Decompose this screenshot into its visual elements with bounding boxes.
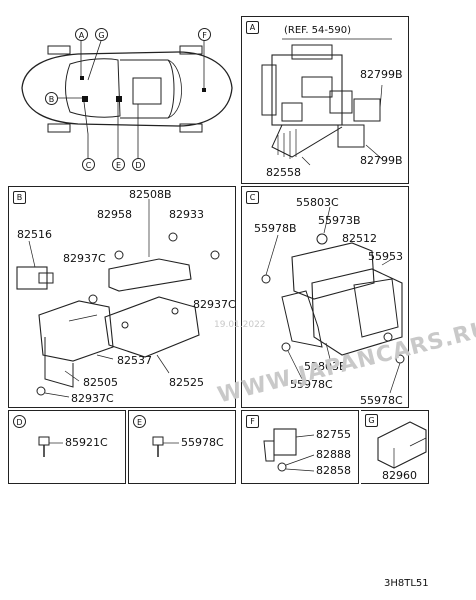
label-55803b: 55803B [304, 360, 347, 373]
callout-g: G [95, 28, 108, 41]
callout-c: C [82, 158, 95, 171]
panel-e: E 55978C [128, 410, 236, 484]
label-82799b-bottom: 82799B [360, 154, 403, 167]
callout-b: B [45, 92, 58, 105]
label-82937c-c: 82937C [71, 392, 114, 405]
label-82755: 82755 [316, 428, 351, 441]
label-82799b-top: 82799B [360, 68, 403, 81]
panel-g-letter-box: G [365, 414, 378, 427]
label-82512: 82512 [342, 232, 377, 245]
label-82505: 82505 [83, 376, 118, 389]
label-82958: 82958 [97, 208, 132, 221]
label-82558: 82558 [266, 166, 301, 179]
panel-f: F 82755 82888 82858 [241, 410, 359, 484]
label-55978c-left: 55978C [290, 378, 333, 391]
panel-a-letter: A [246, 21, 259, 34]
panel-d: D 85921C [8, 410, 126, 484]
label-55973b: 55973B [318, 214, 361, 227]
label-82525: 82525 [169, 376, 204, 389]
label-85921c: 85921C [65, 436, 108, 449]
callout-d: D [132, 158, 145, 171]
watermark-date: 19.01.2022 [214, 320, 266, 330]
label-55978c-right: 55978C [360, 394, 403, 407]
relay-block-drawing [261, 38, 392, 166]
bracket-assembly-drawing [261, 206, 405, 394]
panel-d-letter: D [13, 415, 26, 428]
label-82937c-b: 82937C [193, 298, 236, 311]
label-55978c-e: 55978C [181, 436, 224, 449]
label-82960: 82960 [382, 469, 417, 482]
callout-a: A [75, 28, 88, 41]
label-55978b: 55978B [254, 222, 297, 235]
panel-a-ref: (REF. 54-590) [284, 25, 351, 36]
label-82508b: 82508B [129, 188, 172, 201]
label-82937c-a: 82937C [63, 252, 106, 265]
panel-f-letter: F [246, 415, 259, 428]
relay-drawing-f [263, 428, 315, 472]
panel-c: C 55803C 55978B 55973B 82512 55953 55803… [241, 186, 409, 408]
label-82933: 82933 [169, 208, 204, 221]
screw-drawing-d [38, 436, 63, 457]
car-outline-drawing [21, 40, 233, 158]
panel-a: A (REF. 54-590) 82799B 82558 82799B [241, 16, 409, 184]
panel-b: B 82508B 82958 82933 82516 82937C 82937C… [8, 186, 236, 408]
car-overview: A G F B C E D [8, 16, 236, 184]
callout-e: E [112, 158, 125, 171]
screw-drawing-e [152, 436, 179, 457]
callout-f: F [198, 28, 211, 41]
panel-c-letter: C [246, 191, 259, 204]
label-55803c: 55803C [296, 196, 339, 209]
panel-e-letter: E [133, 415, 146, 428]
label-82537: 82537 [117, 354, 152, 367]
panel-b-letter: B [13, 191, 26, 204]
label-82858: 82858 [316, 464, 351, 477]
label-82516: 82516 [17, 228, 52, 241]
ecu-bracket-drawing [16, 199, 220, 398]
label-82888: 82888 [316, 448, 351, 461]
diagram-code: 3H8TL51 [384, 578, 429, 589]
label-55953: 55953 [368, 250, 403, 263]
